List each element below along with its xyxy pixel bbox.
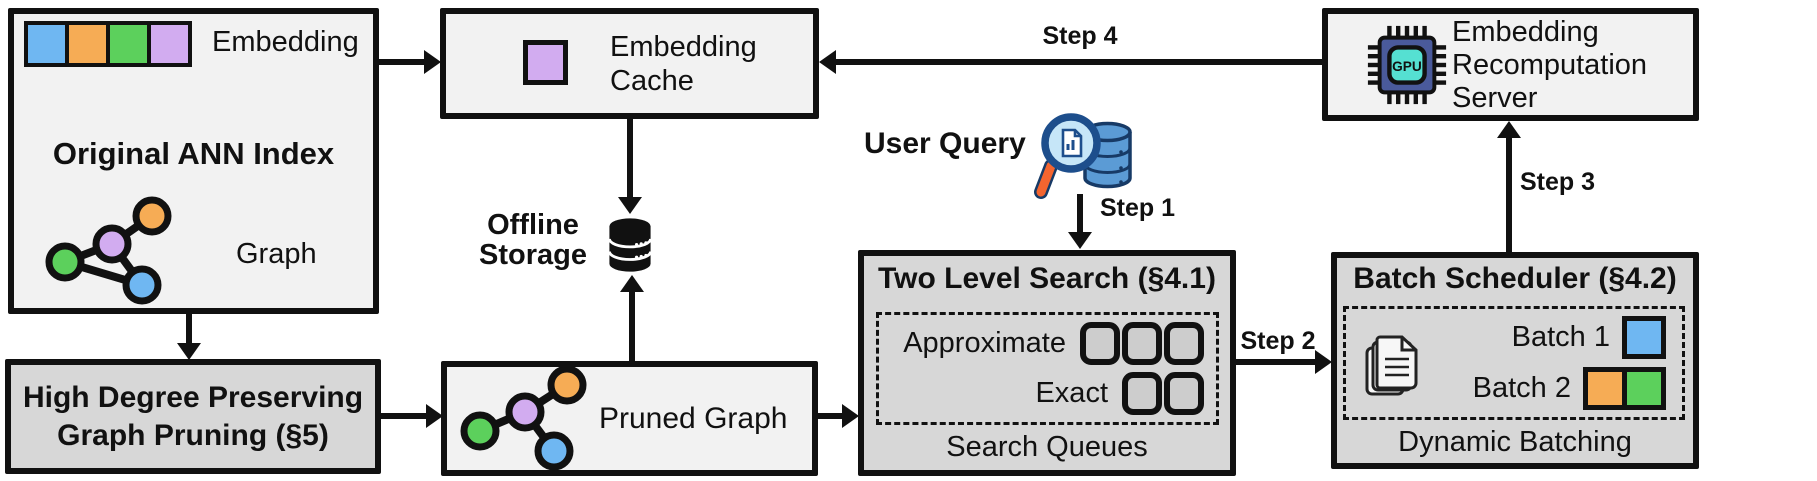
step2-label: Step 2 — [1240, 327, 1316, 355]
pruned-graph-label: Pruned Graph — [599, 401, 788, 435]
embedding-vector-strip — [24, 21, 192, 67]
batch-2-row: Batch 2 — [1436, 366, 1682, 410]
search-queues-panel: Approximate Exact — [876, 312, 1219, 425]
graph-label: Graph — [236, 238, 317, 270]
embedding-label: Embedding — [212, 26, 359, 58]
batch-2-label: Batch 2 — [1472, 371, 1571, 404]
user-query-search-icon — [1034, 113, 1132, 199]
documents-icon — [1365, 335, 1418, 396]
embedding-cell-green — [110, 25, 147, 63]
embedding-cell-blue — [28, 25, 65, 63]
batch-1-square-blue — [1622, 316, 1666, 360]
ann-graph-icon — [45, 196, 172, 305]
recomputation-server-box: GPU Embedding Recomputation Server — [1322, 8, 1699, 121]
approximate-label: Approximate — [903, 327, 1066, 359]
cached-embedding-square — [523, 40, 568, 85]
batch-1-row: Batch 1 — [1436, 316, 1682, 360]
gpu-icon-text: GPU — [1392, 59, 1422, 74]
pruned-graph-box: Pruned Graph — [441, 361, 818, 476]
recomputation-server-label-line3: Server — [1452, 82, 1538, 114]
queue-slot — [1164, 372, 1204, 415]
graph-pruning-title-line1: High Degree Preserving — [22, 380, 364, 414]
arrow-index-to-cache — [379, 59, 424, 65]
recomputation-server-label-line1: Embedding — [1452, 16, 1599, 48]
two-level-search-title: Two Level Search (§4.1) — [878, 262, 1216, 295]
gpu-chip-icon: GPU — [1367, 25, 1447, 105]
step4-label: Step 4 — [1042, 22, 1118, 50]
user-query-label: User Query — [864, 127, 1026, 160]
queue-slot — [1164, 322, 1204, 365]
graph-pruning-box: High Degree Preserving Graph Pruning (§5… — [5, 359, 381, 474]
queue-slot — [1122, 372, 1162, 415]
queue-slot — [1122, 322, 1162, 365]
dynamic-batching-panel: Batch 1 Batch 2 — [1343, 306, 1685, 420]
queue-slot — [1080, 322, 1120, 365]
embedding-cell-orange — [69, 25, 106, 63]
exact-label: Exact — [1035, 377, 1108, 409]
embedding-cache-label-line2: Cache — [610, 65, 694, 97]
offline-storage-label-line2: Storage — [479, 239, 587, 271]
offline-storage-database-icon — [608, 218, 652, 272]
arrow-pruning-to-pruned-graph — [381, 413, 426, 419]
step3-label: Step 3 — [1520, 168, 1596, 196]
offline-storage-label-line1: Offline — [487, 209, 579, 241]
search-queues-label: Search Queues — [946, 431, 1148, 463]
embedding-cache-label-line1: Embedding — [610, 31, 757, 63]
arrow-step4-server-to-cache — [836, 59, 1322, 65]
two-level-search-box: Two Level Search (§4.1) Approximate Exac… — [858, 250, 1236, 476]
arrow-step3-scheduler-to-server — [1506, 138, 1512, 252]
batch-2-square-green — [1622, 366, 1666, 410]
exact-queue-row: Exact — [879, 372, 1216, 415]
arrow-pruned-graph-to-search — [818, 413, 842, 419]
pruned-graph-icon — [460, 367, 587, 471]
arrow-step1-query-to-search — [1077, 194, 1083, 232]
arrow-index-to-pruning — [186, 314, 192, 343]
embedding-cache-box: Embedding Cache — [440, 8, 819, 119]
arrow-pruned-graph-to-storage — [629, 292, 635, 361]
original-ann-index-box: Embedding Original ANN Index Graph — [8, 8, 379, 314]
dynamic-batching-label: Dynamic Batching — [1398, 426, 1632, 458]
original-ann-index-title: Original ANN Index — [52, 136, 335, 171]
arrow-step2-search-to-scheduler — [1236, 359, 1315, 365]
embedding-cell-purple — [151, 25, 188, 63]
graph-pruning-title-line2: Graph Pruning (§5) — [57, 418, 329, 452]
batch-1-label: Batch 1 — [1511, 321, 1610, 354]
approximate-queue-row: Approximate — [879, 322, 1216, 365]
batch-scheduler-box: Batch Scheduler (§4.2) Batch 1 Batch 2 — [1331, 252, 1699, 469]
batch-2-square-orange — [1583, 366, 1627, 410]
batch-scheduler-title: Batch Scheduler (§4.2) — [1353, 262, 1677, 295]
step1-label: Step 1 — [1100, 194, 1176, 222]
recomputation-server-label-line2: Recomputation — [1452, 49, 1648, 81]
arrow-cache-to-storage — [627, 119, 633, 197]
